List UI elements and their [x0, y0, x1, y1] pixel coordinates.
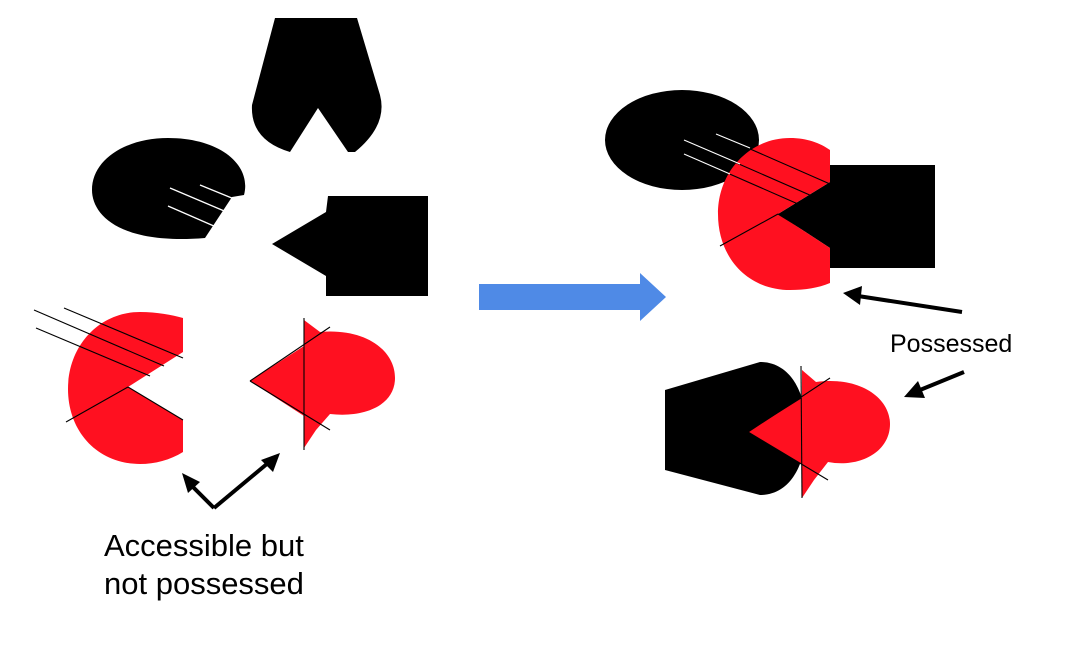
red-arrow-semicircle-left: [250, 320, 395, 448]
possessed-label: Possessed: [890, 330, 1012, 358]
black-ellipse-right: [605, 90, 759, 190]
black-ellipse-bitten: [92, 138, 246, 240]
pointer-arrows-right: [843, 286, 965, 398]
red-pacman-left-lines: [33, 307, 184, 423]
black-notched-trapezoid: [251, 18, 382, 152]
red-arrow-semicircle-right-lines: [747, 365, 831, 499]
ellipse-right-white-lines: [683, 133, 751, 175]
black-square-arrowhead: [272, 196, 428, 296]
ellipse-white-hatch-lines: [167, 184, 245, 231]
black-notched-trapezoid-right: [665, 362, 806, 495]
accessible-label-line2: not possessed: [104, 566, 304, 601]
transition-arrow-icon: [479, 273, 666, 321]
accessible-label-line1: Accessible but: [104, 528, 304, 563]
pointer-arrows-left: [182, 453, 280, 510]
red-arrow-semicircle-right: [748, 370, 890, 498]
red-pacman-right: [718, 138, 830, 290]
red-arrow-semicircle-left-lines: [249, 318, 331, 450]
black-square-right: [778, 165, 935, 268]
